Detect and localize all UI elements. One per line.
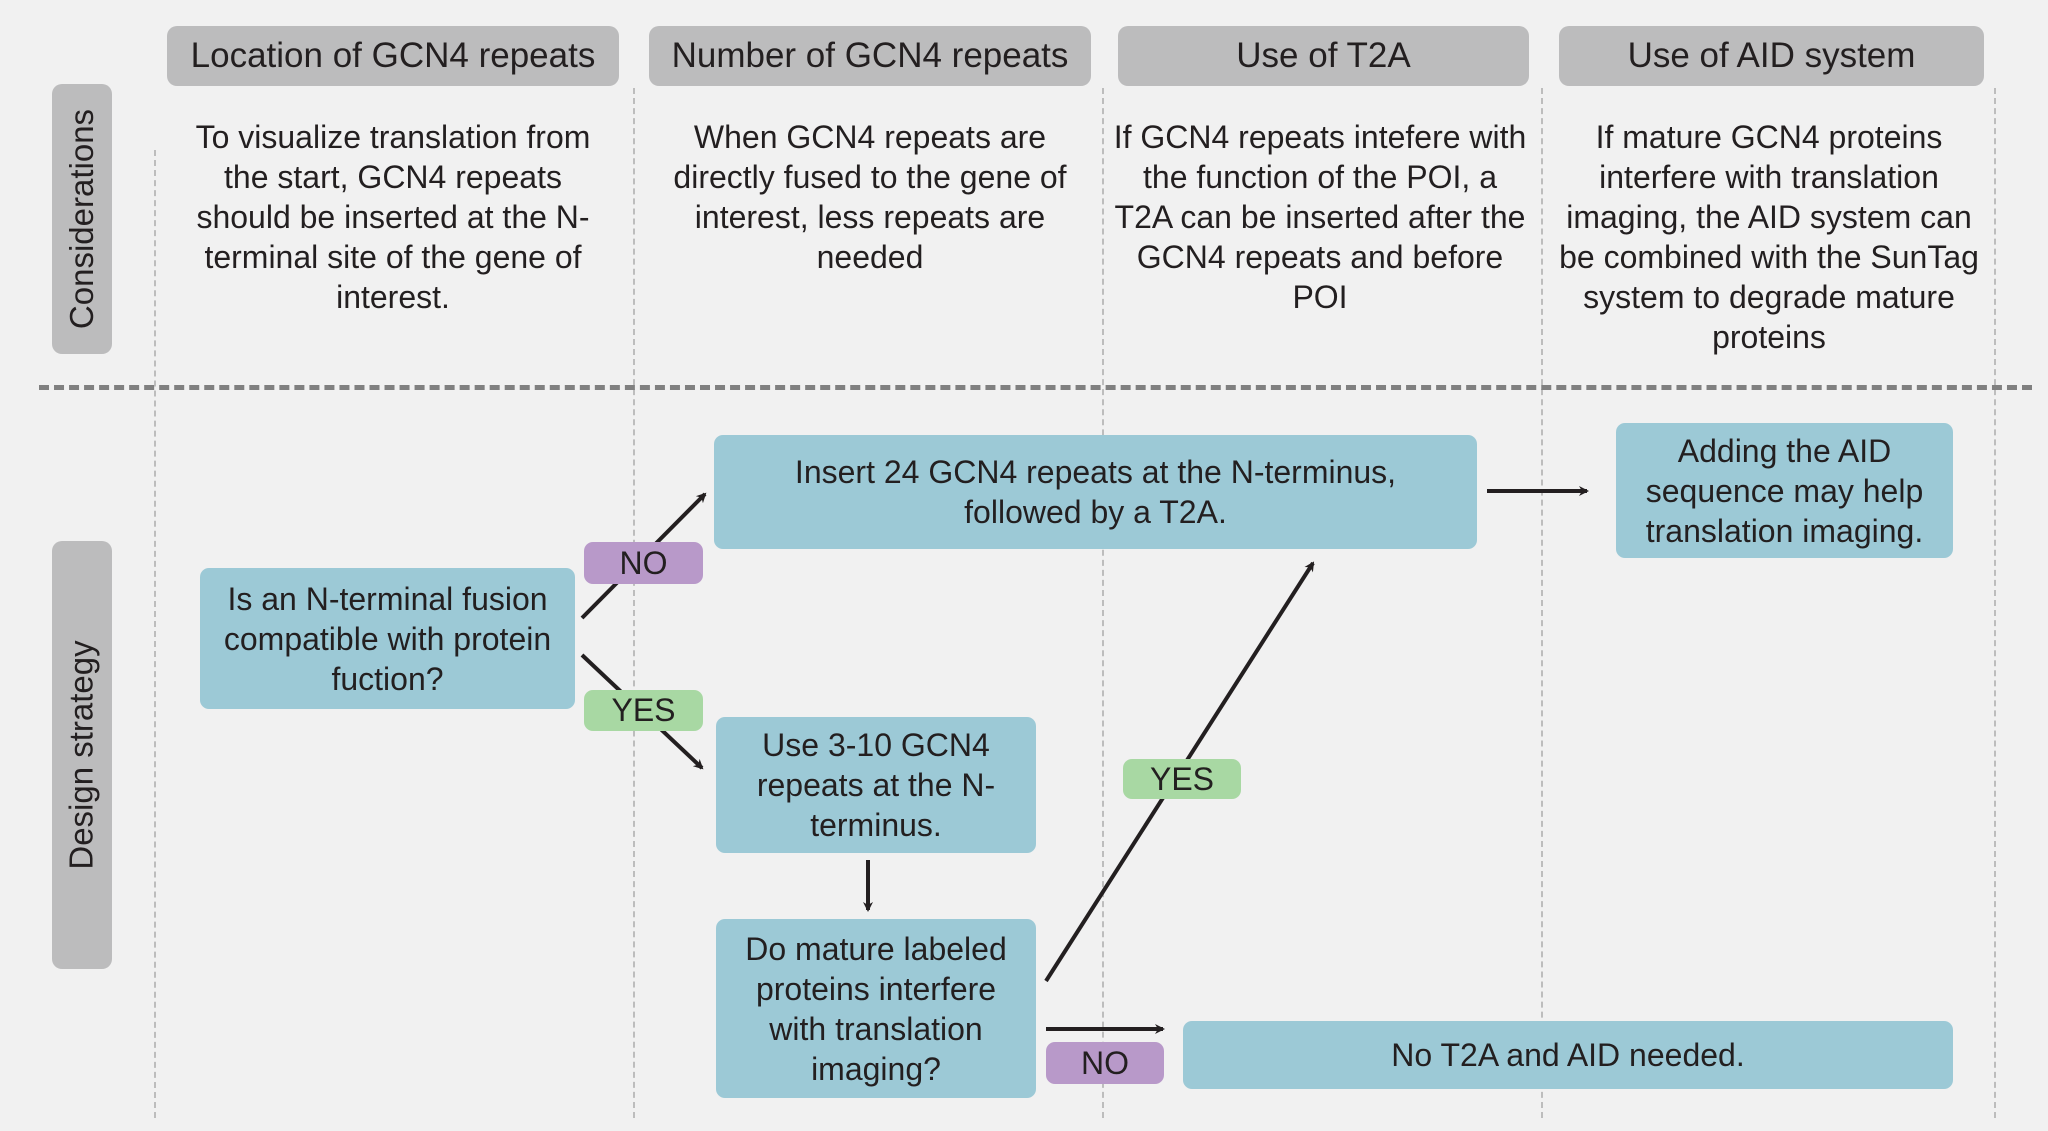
header-t2a: Use of T2A xyxy=(1118,26,1529,86)
node-mature-question: Do mature labeled proteins interfere wit… xyxy=(716,919,1036,1098)
node-add-aid: Adding the AID sequence may help transla… xyxy=(1616,423,1953,558)
header-number: Number of GCN4 repeats xyxy=(649,26,1091,86)
consideration-number: When GCN4 repeats are directly fused to … xyxy=(673,119,1067,275)
consideration-t2a: If GCN4 repeats intefere with the functi… xyxy=(1113,119,1527,315)
section-divider xyxy=(39,385,2032,390)
column-divider xyxy=(633,88,635,1118)
column-divider xyxy=(154,150,156,1118)
badge-no: NO xyxy=(584,542,703,584)
row-label-considerations: Considerations xyxy=(52,84,112,354)
badge-yes: YES xyxy=(1123,759,1241,799)
node-nterminal-question: Is an N-terminal fusion compatible with … xyxy=(200,568,575,709)
badge-yes: YES xyxy=(584,690,703,731)
row-label-design-strategy: Design strategy xyxy=(52,541,112,969)
column-divider xyxy=(1102,88,1104,1118)
badge-no: NO xyxy=(1046,1042,1164,1084)
node-insert-24-repeats: Insert 24 GCN4 repeats at the N-terminus… xyxy=(714,435,1477,549)
header-aid: Use of AID system xyxy=(1559,26,1984,86)
header-location: Location of GCN4 repeats xyxy=(167,26,619,86)
node-no-t2a-aid: No T2A and AID needed. xyxy=(1183,1021,1953,1089)
consideration-location: To visualize translation from the start,… xyxy=(195,119,591,315)
column-divider xyxy=(1541,88,1543,1118)
consideration-aid: If mature GCN4 proteins interfere with t… xyxy=(1559,119,1979,355)
node-use-3-10-repeats: Use 3-10 GCN4 repeats at the N-terminus. xyxy=(716,717,1036,853)
column-divider xyxy=(1994,88,1996,1118)
